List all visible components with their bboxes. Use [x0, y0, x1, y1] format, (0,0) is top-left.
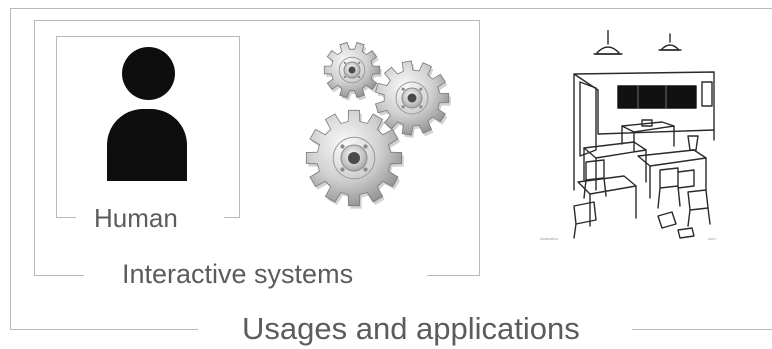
- small-gear-icon: [323, 41, 382, 101]
- frame-edge: [427, 275, 480, 276]
- ceiling-lamp-icon: [593, 30, 623, 55]
- person-head: [122, 47, 175, 100]
- ceiling-lamp-icon: [658, 33, 682, 51]
- interactive-systems-frame: Interactive systems: [34, 20, 480, 288]
- svg-text:illustration: illustration: [540, 236, 558, 241]
- human-label: Human: [94, 203, 178, 233]
- frame-edge: [224, 217, 240, 218]
- person-body: [107, 109, 187, 181]
- usages-applications-frame: Usages and applications: [10, 8, 772, 344]
- classroom-illustration: illustration com: [540, 30, 716, 241]
- frame-edge: [10, 8, 772, 9]
- frame-edge: [239, 36, 240, 218]
- frame-edge: [34, 275, 84, 276]
- frame-edge: [56, 217, 76, 218]
- frame-edge: [10, 329, 198, 330]
- frame-edge: [56, 36, 240, 37]
- frame-edge: [10, 8, 11, 330]
- gears-icon: [305, 41, 451, 209]
- frame-edge: [632, 329, 772, 330]
- medium-gear-icon: [374, 60, 451, 138]
- svg-text:com: com: [708, 236, 716, 241]
- frame-edge: [34, 20, 35, 276]
- person-icon: [107, 47, 187, 181]
- large-gear-icon: [305, 109, 404, 209]
- usages-applications-label: Usages and applications: [242, 311, 580, 346]
- frame-edge: [56, 36, 57, 218]
- interactive-systems-label: Interactive systems: [122, 259, 354, 289]
- frame-edge: [479, 20, 480, 276]
- human-frame: Human: [56, 36, 240, 231]
- frame-edge: [34, 20, 480, 21]
